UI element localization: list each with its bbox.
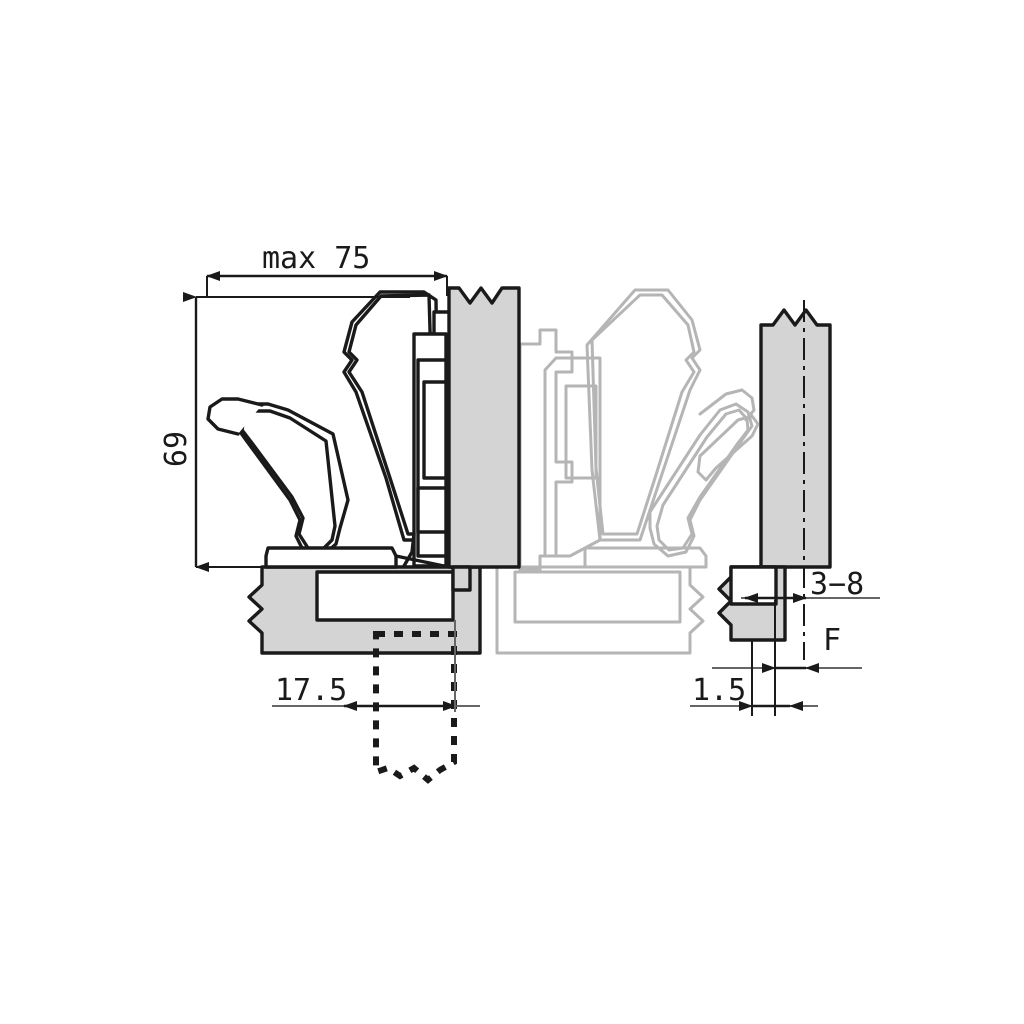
hinge-lever-arm-inner <box>240 409 337 552</box>
ghost-hinge-cup <box>585 288 702 542</box>
door-panel-foot <box>451 565 472 592</box>
hinge-arm-chamfer <box>402 532 416 568</box>
dimension-69: 69 <box>159 292 410 572</box>
ghost-mounting-plate <box>518 328 574 572</box>
dimension-label-plate: 1.5 <box>692 673 746 708</box>
dimension-label-overlay: F <box>823 623 841 658</box>
cup-bore-dotted-rect <box>373 631 457 784</box>
base-to-door-link <box>394 554 446 568</box>
cabinet-panel-recess <box>315 570 455 622</box>
hinge-base-pad <box>264 546 398 569</box>
hinge-main-assembly <box>206 286 521 655</box>
door-panel <box>447 286 521 569</box>
dimension-F: F <box>712 600 862 690</box>
ghost-lever-arm-inner <box>655 408 750 552</box>
dimension-17-5: 17.5 <box>272 620 480 712</box>
cup-bore-outline <box>373 631 457 784</box>
dimension-label-height: 69 <box>159 431 194 467</box>
hinge-arm-lower-window <box>416 486 448 534</box>
detail-ghost-arm <box>696 414 760 482</box>
ghost-lever-tip <box>698 388 756 422</box>
dimension-3-8: 3−8 <box>741 567 880 603</box>
ghost-cabinet-panel <box>495 565 705 655</box>
detail-door-panel <box>759 308 832 569</box>
dimension-1-5: 1.5 <box>690 640 818 716</box>
ghost-base-pad <box>583 546 708 569</box>
hinge-lever-tip <box>206 397 264 436</box>
door-edge-detail-view <box>696 308 832 642</box>
dimension-label-gap: 3−8 <box>810 567 864 602</box>
ghost-cabinet-recess <box>513 570 682 624</box>
dimension-label-depth: 17.5 <box>275 673 347 708</box>
ghost-hinge-cup-inner <box>590 293 696 536</box>
hinge-ghost-assembly <box>495 288 756 655</box>
dimension-max-75: max 75 <box>206 241 448 296</box>
hinge-arm-window <box>422 380 448 480</box>
dimension-label-width: max 75 <box>262 241 370 276</box>
